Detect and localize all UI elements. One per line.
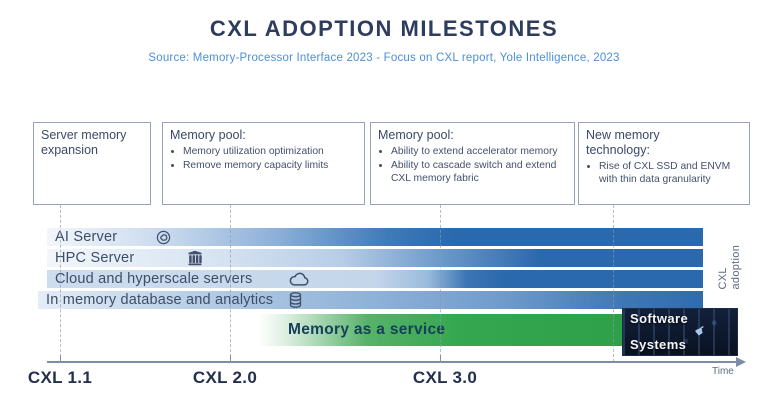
source-line: Source: Memory-Processor Interface 2023 … — [148, 52, 620, 64]
segment-bar-hpc-server: HPC Server — [47, 249, 703, 267]
milestone-title: Memory pool: — [170, 128, 246, 142]
milestone-box-memory-pool-1: Memory pool: Memory utilization optimiza… — [162, 122, 365, 205]
milestone-title: New memory technology: — [586, 128, 660, 157]
page-title: CXL ADOPTION MILESTONES — [209, 16, 559, 41]
milestone-bullet-list: Ability to extend accelerator memory Abi… — [378, 145, 567, 186]
segment-label: In memory database and analytics — [46, 292, 274, 308]
cloud-icon — [288, 272, 310, 287]
time-axis-caption: Time — [712, 366, 734, 377]
brain-icon — [155, 229, 172, 246]
cxl-adoption-line2: adoption — [729, 244, 742, 290]
milestone-bullet-list: Memory utilization optimization Remove m… — [170, 145, 357, 172]
connector-dashed-line-newtech — [613, 205, 614, 362]
server-rack-icon — [186, 250, 204, 266]
axis-label-cxl20: CXL 2.0 — [192, 368, 258, 387]
segment-label: AI Server — [55, 229, 118, 245]
database-icon — [289, 292, 302, 308]
connector-dashed-line-cxl20 — [230, 205, 231, 362]
connector-dashed-line-cxl11 — [60, 205, 61, 362]
segment-bar-ai-server: AI Server — [47, 228, 703, 246]
cxl-adoption-line1: CXL — [716, 266, 729, 290]
systems-label: Systems — [630, 337, 687, 352]
milestone-box-server-memory-expansion: Server memory expansion — [33, 122, 151, 205]
software-label: Software — [630, 311, 689, 326]
segment-label: Cloud and hyperscale servers — [55, 271, 253, 287]
milestone-box-new-memory-technology: New memory technology: Rise of CXL SSD a… — [578, 122, 750, 205]
milestone-bullet: Remove memory capacity limits — [183, 159, 341, 172]
milestone-bullet: Ability to cascade switch and extend CXL… — [391, 159, 567, 185]
milestone-title: Server memory expansion — [41, 128, 127, 157]
software-systems-box: Software ☛ Systems — [622, 308, 738, 356]
segment-label: HPC Server — [55, 250, 135, 266]
memory-as-a-service-label: Memory as a service — [288, 321, 446, 338]
milestone-bullet: Rise of CXL SSD and ENVM with thin data … — [599, 160, 737, 186]
time-axis-line — [47, 361, 737, 363]
milestone-box-memory-pool-2: Memory pool: Ability to extend accelerat… — [370, 122, 575, 205]
connector-dashed-line-cxl30 — [440, 205, 441, 362]
time-axis-arrowhead — [736, 357, 746, 367]
milestone-title: Memory pool: — [378, 128, 454, 142]
cxl-adoption-axis-label: CXL adoption — [702, 224, 758, 310]
milestone-bullet: Memory utilization optimization — [183, 145, 341, 158]
segment-bar-in-memory-database: In memory database and analytics — [38, 291, 703, 309]
milestone-bullet: Ability to extend accelerator memory — [391, 145, 567, 158]
axis-label-cxl11: CXL 1.1 — [27, 368, 93, 387]
hand-pointer-icon: ☛ — [691, 321, 710, 341]
segment-bar-cloud-hyperscale: Cloud and hyperscale servers — [47, 270, 703, 288]
milestone-bullet-list: Rise of CXL SSD and ENVM with thin data … — [586, 160, 742, 186]
axis-label-cxl30: CXL 3.0 — [412, 368, 478, 387]
